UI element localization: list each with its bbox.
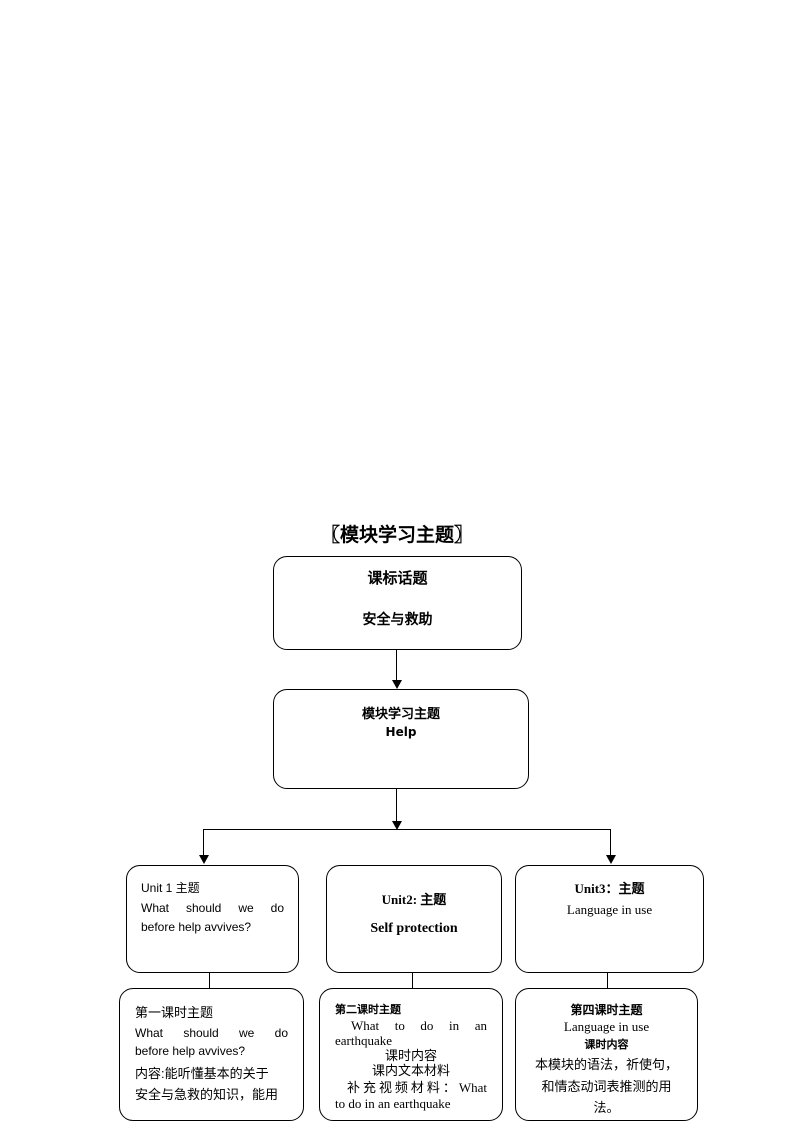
- unit1-heading: Unit 1 主题: [141, 881, 200, 895]
- unit1-line1: What should we do: [141, 901, 284, 915]
- lesson4-content-line1: 本模块的语法，祈使句，: [534, 1057, 678, 1072]
- lesson4-line1: Language in use: [563, 1019, 650, 1034]
- lesson1-content-line1: 内容:能听懂基本的关于: [135, 1066, 269, 1081]
- unit2-text: Self protection: [370, 921, 458, 936]
- unit1-theme-box: Unit 1 主题 What should we do before help …: [126, 865, 299, 973]
- connector-line: [412, 973, 414, 989]
- arrow-head: [606, 855, 616, 864]
- lesson1-line1: What should we do: [135, 1026, 288, 1040]
- lesson4-heading: 第四课时主题: [570, 1003, 643, 1017]
- arrow-head: [199, 855, 209, 864]
- connector-line: [209, 973, 211, 989]
- connector-line: [396, 650, 398, 680]
- unit3-text: Language in use: [566, 902, 653, 917]
- lesson2-sub2: 课内文本材料: [371, 1063, 450, 1078]
- lesson2-box: 第二课时主题 What to do in an earthquake 课时内容 …: [319, 988, 503, 1121]
- unit3-heading: Unit3：主题: [574, 881, 645, 896]
- module-theme-text: Help: [385, 725, 417, 739]
- curriculum-topic-box: 课标话题 安全与救助: [273, 556, 522, 650]
- arrow-head: [392, 821, 402, 830]
- connector-line: [610, 829, 612, 855]
- lesson2-line2: earthquake: [335, 1033, 393, 1048]
- lesson2-line1: What to do in an: [351, 1018, 487, 1033]
- connector-line: [203, 829, 611, 831]
- curriculum-topic-text: 安全与救助: [362, 612, 433, 628]
- module-theme-heading: 模块学习主题: [361, 707, 440, 722]
- lesson2-sub1: 课时内容: [384, 1048, 437, 1063]
- lesson2-line3: 补充视频材料：What: [347, 1080, 487, 1095]
- unit1-line2: before help avvives?: [141, 920, 252, 934]
- lesson1-box: 第一课时主题 What should we do before help avv…: [119, 988, 304, 1121]
- lesson1-heading: 第一课时主题: [135, 1005, 214, 1020]
- connector-line: [607, 973, 609, 989]
- lesson4-content-line2: 和情态动词表推测的用: [541, 1079, 672, 1094]
- connector-line: [203, 829, 205, 855]
- lesson1-content-line2: 安全与急救的知识，能用: [135, 1087, 279, 1102]
- arrow-head: [392, 680, 402, 689]
- curriculum-topic-heading: 课标话题: [367, 569, 428, 587]
- connector-line: [396, 789, 398, 821]
- unit2-theme-box: Unit2: 主题 Self protection: [326, 865, 502, 973]
- lesson4-sub1: 课时内容: [584, 1039, 629, 1051]
- unit2-heading: Unit2: 主题: [381, 892, 447, 907]
- lesson2-heading: 第二课时主题: [335, 1004, 401, 1016]
- lesson4-content-line3: 法。: [593, 1100, 620, 1115]
- lesson4-box: 第四课时主题 Language in use 课时内容 本模块的语法，祈使句， …: [515, 988, 698, 1121]
- page-title: 〖模块学习主题〗: [320, 524, 473, 546]
- module-theme-box: 模块学习主题 Help: [273, 689, 529, 789]
- lesson1-line2: before help avvives?: [135, 1044, 246, 1058]
- unit3-theme-box: Unit3：主题 Language in use: [515, 865, 704, 973]
- lesson2-line4: to do in an earthquake: [335, 1096, 451, 1111]
